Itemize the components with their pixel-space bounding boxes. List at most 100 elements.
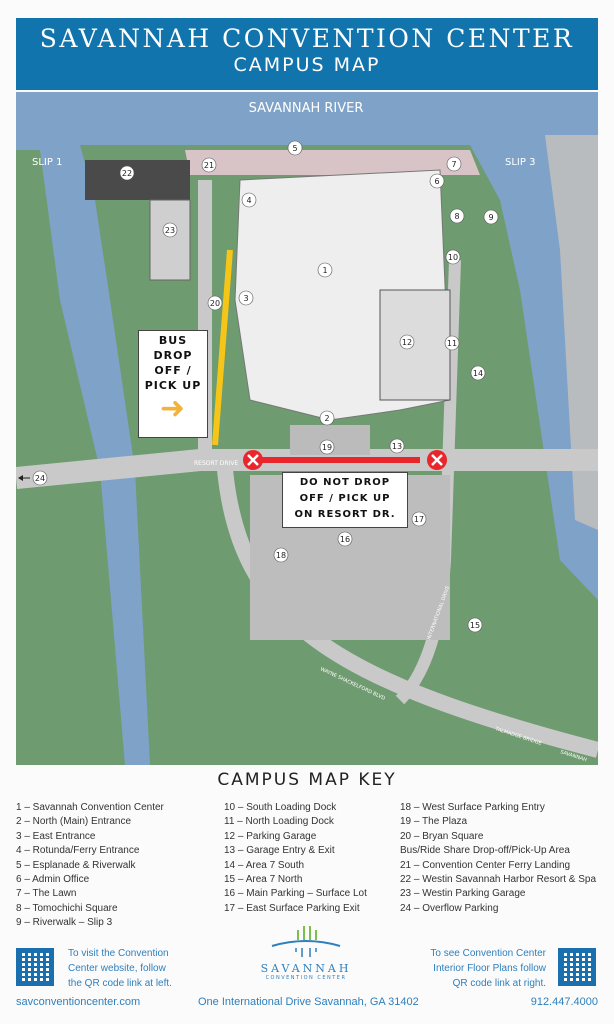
map-marker-6: 6 <box>429 173 445 189</box>
marker-number: 5 <box>292 144 297 153</box>
esplanade <box>185 150 480 175</box>
text-line: Interior Floor Plans follow <box>433 963 546 974</box>
sign-line: ON RESORT DR. <box>294 509 396 520</box>
key-column-1: 1 – Savannah Convention Center 2 – North … <box>16 801 164 931</box>
map-marker-16: 16 <box>337 531 353 547</box>
marker-number: 17 <box>414 515 424 524</box>
key-item: 3 – East Entrance <box>16 830 96 842</box>
marker-number: 7 <box>451 160 456 169</box>
map-marker-22: 22 <box>119 165 135 181</box>
sign-line: OFF / PICK UP <box>299 493 391 504</box>
marker-number: 3 <box>243 294 248 303</box>
map-marker-17: 17 <box>411 511 427 527</box>
key-item: 21 – Convention Center Ferry Landing <box>400 859 571 871</box>
key-item: 14 – Area 7 South <box>224 859 305 871</box>
sign-line: PICK UP <box>144 379 202 392</box>
map-marker-7: 7 <box>446 156 462 172</box>
marker-number: 23 <box>165 226 175 235</box>
map-marker-1: 1 <box>317 262 333 278</box>
marker-number: 18 <box>276 551 286 560</box>
qr-code-website[interactable] <box>16 948 54 986</box>
key-item: 9 – Riverwalk – Slip 3 <box>16 917 113 929</box>
sign-line: OFF / <box>154 364 192 377</box>
land-left <box>16 150 125 765</box>
logo-name: SAVANNAH <box>260 962 352 975</box>
text-line: Center website, follow <box>68 963 166 974</box>
marker-number: 14 <box>473 369 483 378</box>
marker-number: 11 <box>447 339 457 348</box>
map-marker-18: 18 <box>273 547 289 563</box>
marker-number: 2 <box>324 414 329 423</box>
text-line: To see Convention Center <box>430 948 546 959</box>
overflow-arrow-icon <box>18 475 30 481</box>
marker-number: 9 <box>488 213 493 222</box>
text-line: the QR code link at left. <box>68 978 172 989</box>
text-line: To visit the Convention <box>68 948 169 959</box>
bus-lane <box>212 249 233 446</box>
key-item: 10 – South Loading Dock <box>224 802 337 813</box>
map-marker-13: 13 <box>389 438 405 454</box>
slip1-label: SLIP 1 <box>32 157 62 168</box>
map-marker-5: 5 <box>287 140 303 156</box>
key-item: 23 – Westin Parking Garage <box>400 888 526 900</box>
qr-code-floor-plans[interactable] <box>558 948 596 986</box>
map-marker-20: 20 <box>207 295 223 311</box>
key-item: 2 – North (Main) Entrance <box>16 816 132 828</box>
page-title: SAVANNAH CONVENTION CENTER <box>39 24 575 53</box>
marker-number: 8 <box>454 212 459 221</box>
no-drop-x-icon <box>243 450 263 470</box>
marker-number: 15 <box>470 621 480 630</box>
marker-number: 22 <box>122 169 132 178</box>
page-subtitle: CAMPUS MAP <box>233 54 381 76</box>
marker-number: 1 <box>322 266 327 275</box>
key-item: 6 – Admin Office <box>16 874 90 886</box>
key-item: 7 – The Lawn <box>16 888 77 900</box>
marker-number: 12 <box>402 338 412 347</box>
map-marker-9: 9 <box>483 209 499 225</box>
key-item: 20 – Bryan Square <box>400 830 484 842</box>
sign-line: DO NOT DROP <box>299 477 391 488</box>
left-qr-text: To visit the Convention Center website, … <box>68 946 172 991</box>
logo-subtitle: CONVENTION CENTER <box>265 975 347 981</box>
map-marker-2: 2 <box>319 410 335 426</box>
marker-number: 6 <box>434 177 439 186</box>
right-qr-text: To see Convention Center Interior Floor … <box>430 946 546 991</box>
map-marker-11: 11 <box>444 335 460 351</box>
key-item: 18 – West Surface Parking Entry <box>400 802 545 813</box>
key-item: 12 – Parking Garage <box>224 830 317 842</box>
key-item: 5 – Esplanade & Riverwalk <box>16 859 136 871</box>
marker-number: 4 <box>246 196 251 205</box>
sign-line: BUS <box>158 334 188 347</box>
marker-number: 16 <box>340 535 350 544</box>
website-link[interactable]: savconventioncenter.com <box>16 996 141 1008</box>
marker-number: 10 <box>448 253 458 262</box>
marker-number: 20 <box>210 299 220 308</box>
sign-line: DROP <box>153 349 193 362</box>
map-marker-21: 21 <box>201 157 217 173</box>
key-item: 19 – The Plaza <box>400 816 468 828</box>
marker-number: 19 <box>322 443 332 452</box>
key-item: 24 – Overflow Parking <box>400 902 499 914</box>
key-item: 16 – Main Parking – Surface Lot <box>224 888 367 900</box>
key-item: 8 – Tomochichi Square <box>16 902 118 914</box>
key-item: 13 – Garage Entry & Exit <box>224 845 335 857</box>
marker-number: 13 <box>392 442 402 451</box>
westin-garage <box>149 199 191 281</box>
key-item: 11 – North Loading Dock <box>224 816 334 828</box>
marker-number: 24 <box>35 474 45 483</box>
map-marker-15: 15 <box>467 617 483 633</box>
map-marker-8: 8 <box>449 208 465 224</box>
no-drop-off-sign: DO NOT DROP OFF / PICK UP ON RESORT DR. <box>282 472 408 528</box>
westin-hotel <box>85 160 190 200</box>
key-item: 1 – Savannah Convention Center <box>16 802 164 813</box>
savannah-logo: SAVANNAH CONVENTION CENTER <box>258 924 354 981</box>
key-item: 15 – Area 7 North <box>224 874 303 886</box>
marker-number: 21 <box>204 161 214 170</box>
key-item: 22 – Westin Savannah Harbor Resort & Spa <box>400 874 597 886</box>
key-item: 4 – Rotunda/Ferry Entrance <box>16 845 140 857</box>
map-marker-10: 10 <box>445 249 461 265</box>
bus-drop-off-sign: BUS DROP OFF / PICK UP ➜ <box>138 330 208 438</box>
river-label: SAVANNAH RIVER <box>249 101 364 116</box>
parking-garage-building <box>379 289 451 401</box>
map-marker-4: 4 <box>241 192 257 208</box>
